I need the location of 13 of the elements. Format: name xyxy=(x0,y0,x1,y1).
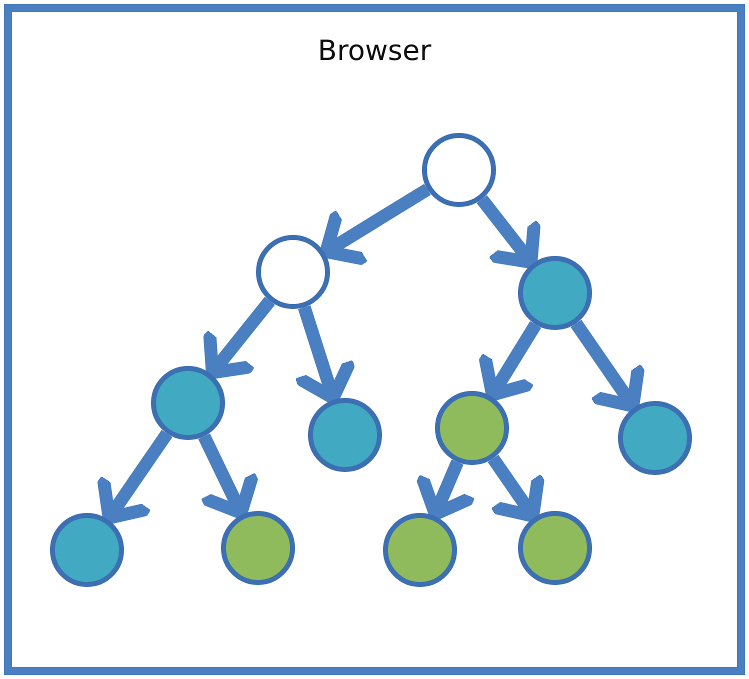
arrow xyxy=(570,320,644,412)
tree-node-circle xyxy=(422,133,496,207)
arrow xyxy=(98,430,172,524)
arrow xyxy=(198,434,258,520)
arrow xyxy=(296,305,355,404)
arrow xyxy=(488,454,544,522)
browser-frame xyxy=(4,4,745,675)
arrow xyxy=(476,195,540,269)
arrow xyxy=(479,321,542,402)
arrow xyxy=(320,184,431,265)
frame-title: Browser xyxy=(318,34,432,67)
arrow xyxy=(203,296,275,380)
arrow xyxy=(416,460,474,521)
